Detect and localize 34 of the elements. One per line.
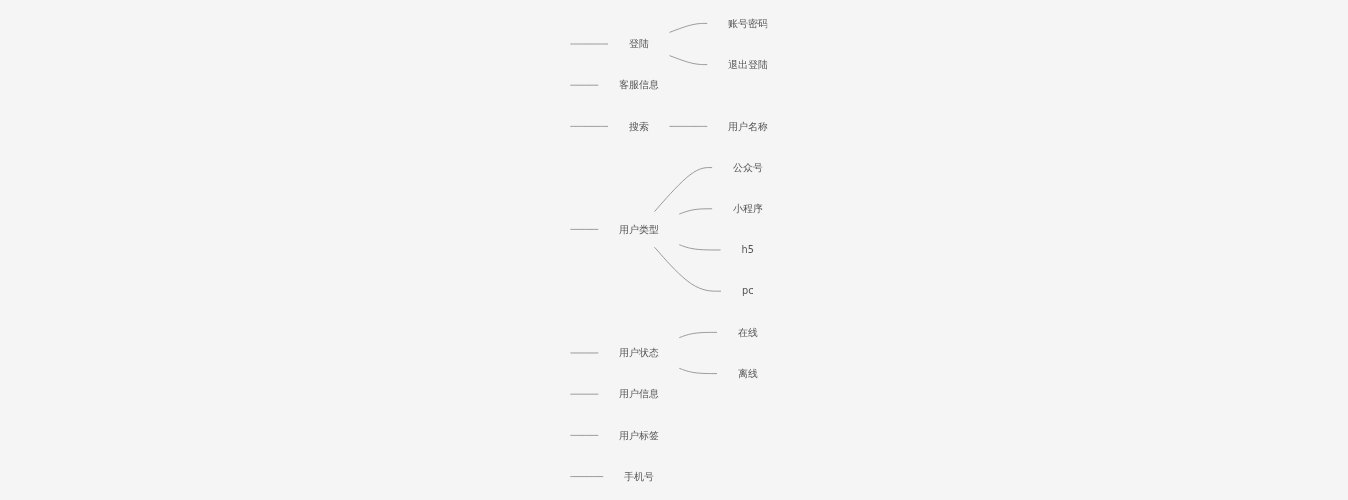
connector — [678, 208, 713, 215]
connector — [569, 393, 599, 395]
connector — [653, 246, 721, 292]
node-text: 账号密码 — [727, 17, 767, 29]
node-text: 公众号 — [732, 161, 762, 173]
node-text: 用户名称 — [727, 120, 767, 132]
node-text: 客服信息 — [618, 79, 658, 91]
connector — [569, 229, 599, 230]
node-text: 用户标签 — [618, 429, 658, 441]
connector — [678, 367, 717, 375]
connector — [569, 476, 604, 477]
connector — [653, 167, 713, 212]
node-text: 用户信息 — [618, 388, 658, 400]
connector — [569, 43, 609, 45]
node-text: 用户类型 — [618, 223, 658, 235]
node-text: 搜索 — [628, 120, 649, 132]
connector — [668, 126, 708, 127]
node-text: 小程序 — [732, 202, 762, 215]
node-text: 用户状态 — [618, 347, 658, 359]
connector — [678, 331, 717, 339]
connector — [569, 434, 599, 436]
node-text: 在线 — [737, 326, 758, 338]
node-text: 退出登陆 — [727, 58, 767, 70]
node-text: 手机号 — [623, 470, 654, 482]
connector — [569, 352, 599, 354]
connector — [668, 55, 708, 66]
node-text: 登陆 — [628, 38, 649, 50]
connector — [569, 84, 599, 86]
node-text: 离线 — [737, 367, 758, 379]
connector — [678, 244, 721, 251]
node-text: h5 — [741, 244, 754, 256]
connector — [668, 23, 708, 33]
connector — [569, 126, 609, 127]
node-text: pc — [741, 285, 754, 297]
